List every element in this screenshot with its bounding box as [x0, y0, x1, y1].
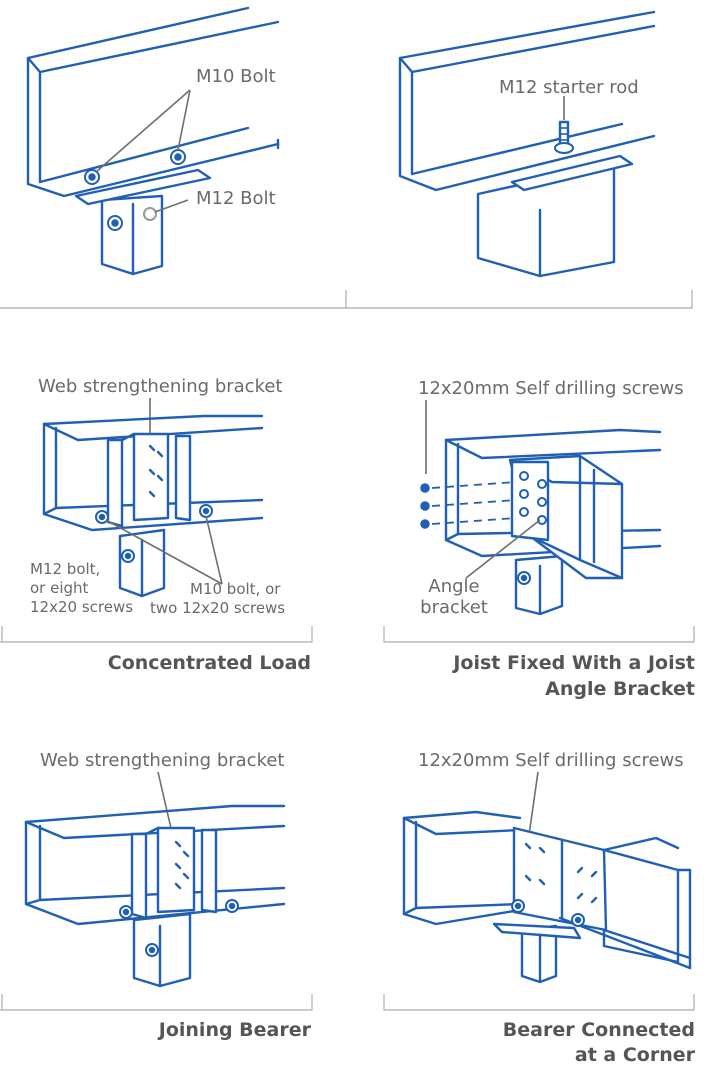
cap-plate-1	[74, 168, 212, 206]
label-m10-bolt-two-1: M10 bolt, or	[190, 580, 281, 598]
label-angle-bracket-1: Angle	[428, 576, 479, 597]
label-m12-bolt-eight-3: 12x20 screws	[30, 598, 133, 616]
caption-bearer-corner-1: Bearer Connected	[503, 1019, 695, 1041]
label-m12-bolt-eight-2: or eight	[30, 579, 89, 597]
panel-starter-rod: M12 starter rod	[346, 10, 693, 309]
panel-bolted-bearer: M10 Bolt M12 Bolt	[0, 6, 347, 309]
label-m12-bolt: M12 Bolt	[196, 188, 276, 209]
panel-joining-bearer: Web strengthening bracket Joining Bearer	[0, 750, 313, 1041]
label-web-strengthening-bracket-1: Web strengthening bracket	[38, 376, 283, 397]
label-self-drilling-screws-1: 12x20mm Self drilling screws	[418, 378, 684, 399]
caption-concentrated-load: Concentrated Load	[108, 652, 311, 674]
panel-concentrated-load: Web strengthening bracket M12 bolt, o	[0, 376, 313, 674]
panel-bearer-corner: 12x20mm Self drilling screws	[383, 750, 696, 1066]
label-angle-bracket-2: bracket	[420, 597, 488, 618]
label-self-drilling-screws-2: 12x20mm Self drilling screws	[418, 750, 684, 771]
label-m10-bolt: M10 Bolt	[196, 66, 276, 87]
label-m12-bolt-eight-1: M12 bolt,	[30, 560, 100, 578]
label-m12-starter-rod: M12 starter rod	[499, 77, 639, 98]
web-bracket-1	[132, 432, 170, 522]
caption-joining-bearer: Joining Bearer	[157, 1019, 312, 1041]
panel-joist-fixed: 12x20mm Self drilling screws	[383, 378, 695, 700]
caption-bearer-corner-2: at a Corner	[575, 1044, 696, 1066]
caption-joist-fixed-2: Angle Bracket	[545, 678, 695, 700]
cap-plate-2	[510, 154, 634, 192]
web-bracket-2	[156, 826, 196, 914]
label-m10-bolt-two-2: two 12x20 screws	[150, 599, 285, 617]
caption-joist-fixed-1: Joist Fixed With a Joist	[451, 652, 695, 674]
label-web-strengthening-bracket-2: Web strengthening bracket	[40, 750, 285, 771]
